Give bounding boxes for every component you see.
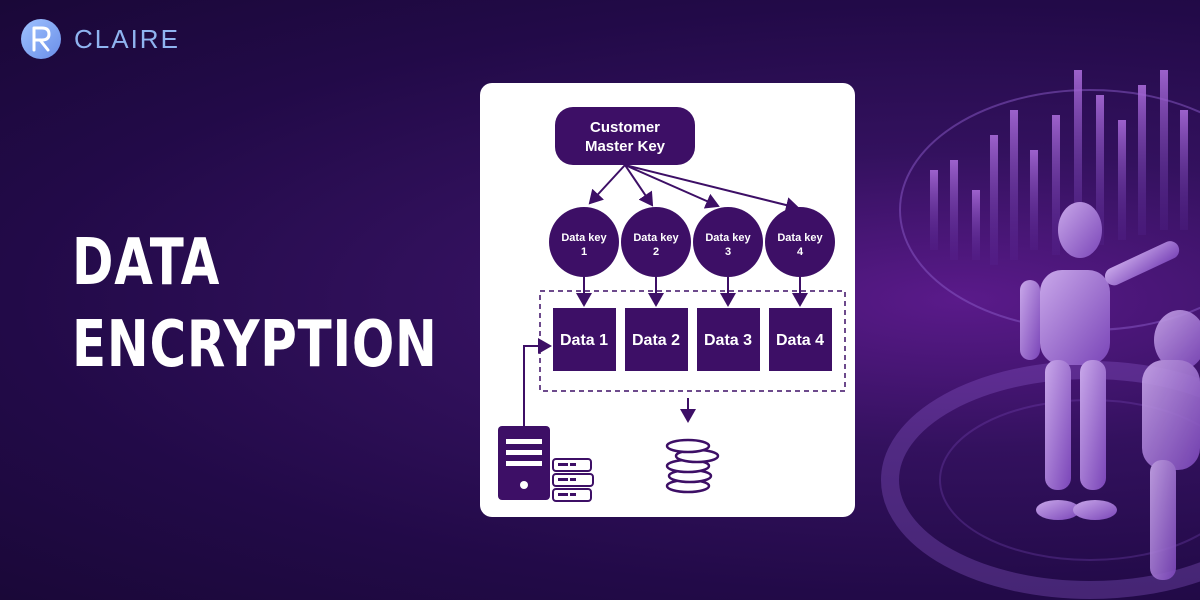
- page-title: DATA ENCRYPTION: [72, 222, 438, 386]
- arrow-master-to-key-4: [624, 164, 800, 213]
- data-key-2-number: 2: [653, 246, 659, 258]
- robot-figure-2: [1142, 310, 1200, 580]
- logo-mark-icon: [21, 19, 61, 59]
- data-key-4-label: Data key: [777, 232, 823, 244]
- server-icon: [498, 426, 594, 502]
- arrow-master-to-key-3: [624, 164, 720, 209]
- master-key-box: [555, 107, 695, 165]
- data-key-1-label: Data key: [561, 232, 607, 244]
- encryption-diagram: Customer Master Key Data key 1 Data key …: [498, 107, 846, 502]
- data-key-3-number: 3: [725, 246, 731, 258]
- arrow-server-to-data-1: [523, 338, 552, 426]
- brand-logo: CLAIRE: [20, 18, 180, 60]
- data-key-3: [693, 207, 763, 277]
- bar-graphic: [930, 70, 1188, 265]
- data-key-4-number: 4: [797, 246, 804, 258]
- robot-figure-1: [1020, 202, 1180, 520]
- data-block-2: [625, 308, 688, 371]
- title-line-2: ENCRYPTION: [72, 308, 438, 382]
- data-key-4: [765, 207, 835, 277]
- arrow-master-to-key-2: [624, 164, 654, 207]
- robot-illustration: [881, 70, 1200, 599]
- master-key-label-line1: Customer: [590, 119, 660, 136]
- encryption-diagram-card: Customer Master Key Data key 1 Data key …: [480, 83, 855, 517]
- data-block-4-label: Data 4: [776, 332, 824, 349]
- data-block-1-label: Data 1: [560, 332, 608, 349]
- data-key-1: [549, 207, 619, 277]
- data-key-2-label: Data key: [633, 232, 679, 244]
- data-block-4: [769, 308, 832, 371]
- brand-name: CLAIRE: [74, 23, 180, 54]
- data-key-1-number: 1: [581, 246, 587, 258]
- data-block-2-label: Data 2: [632, 332, 680, 349]
- data-block-3-label: Data 3: [704, 332, 752, 349]
- arrow-master-to-key-1: [588, 164, 626, 205]
- title-line-1: DATA: [72, 226, 221, 300]
- data-key-3-label: Data key: [705, 232, 751, 244]
- data-block-1: [553, 308, 616, 371]
- master-key-label-line2: Master Key: [585, 138, 666, 155]
- data-key-2: [621, 207, 691, 277]
- data-block-3: [697, 308, 760, 371]
- coin-stack-icon: [665, 438, 720, 494]
